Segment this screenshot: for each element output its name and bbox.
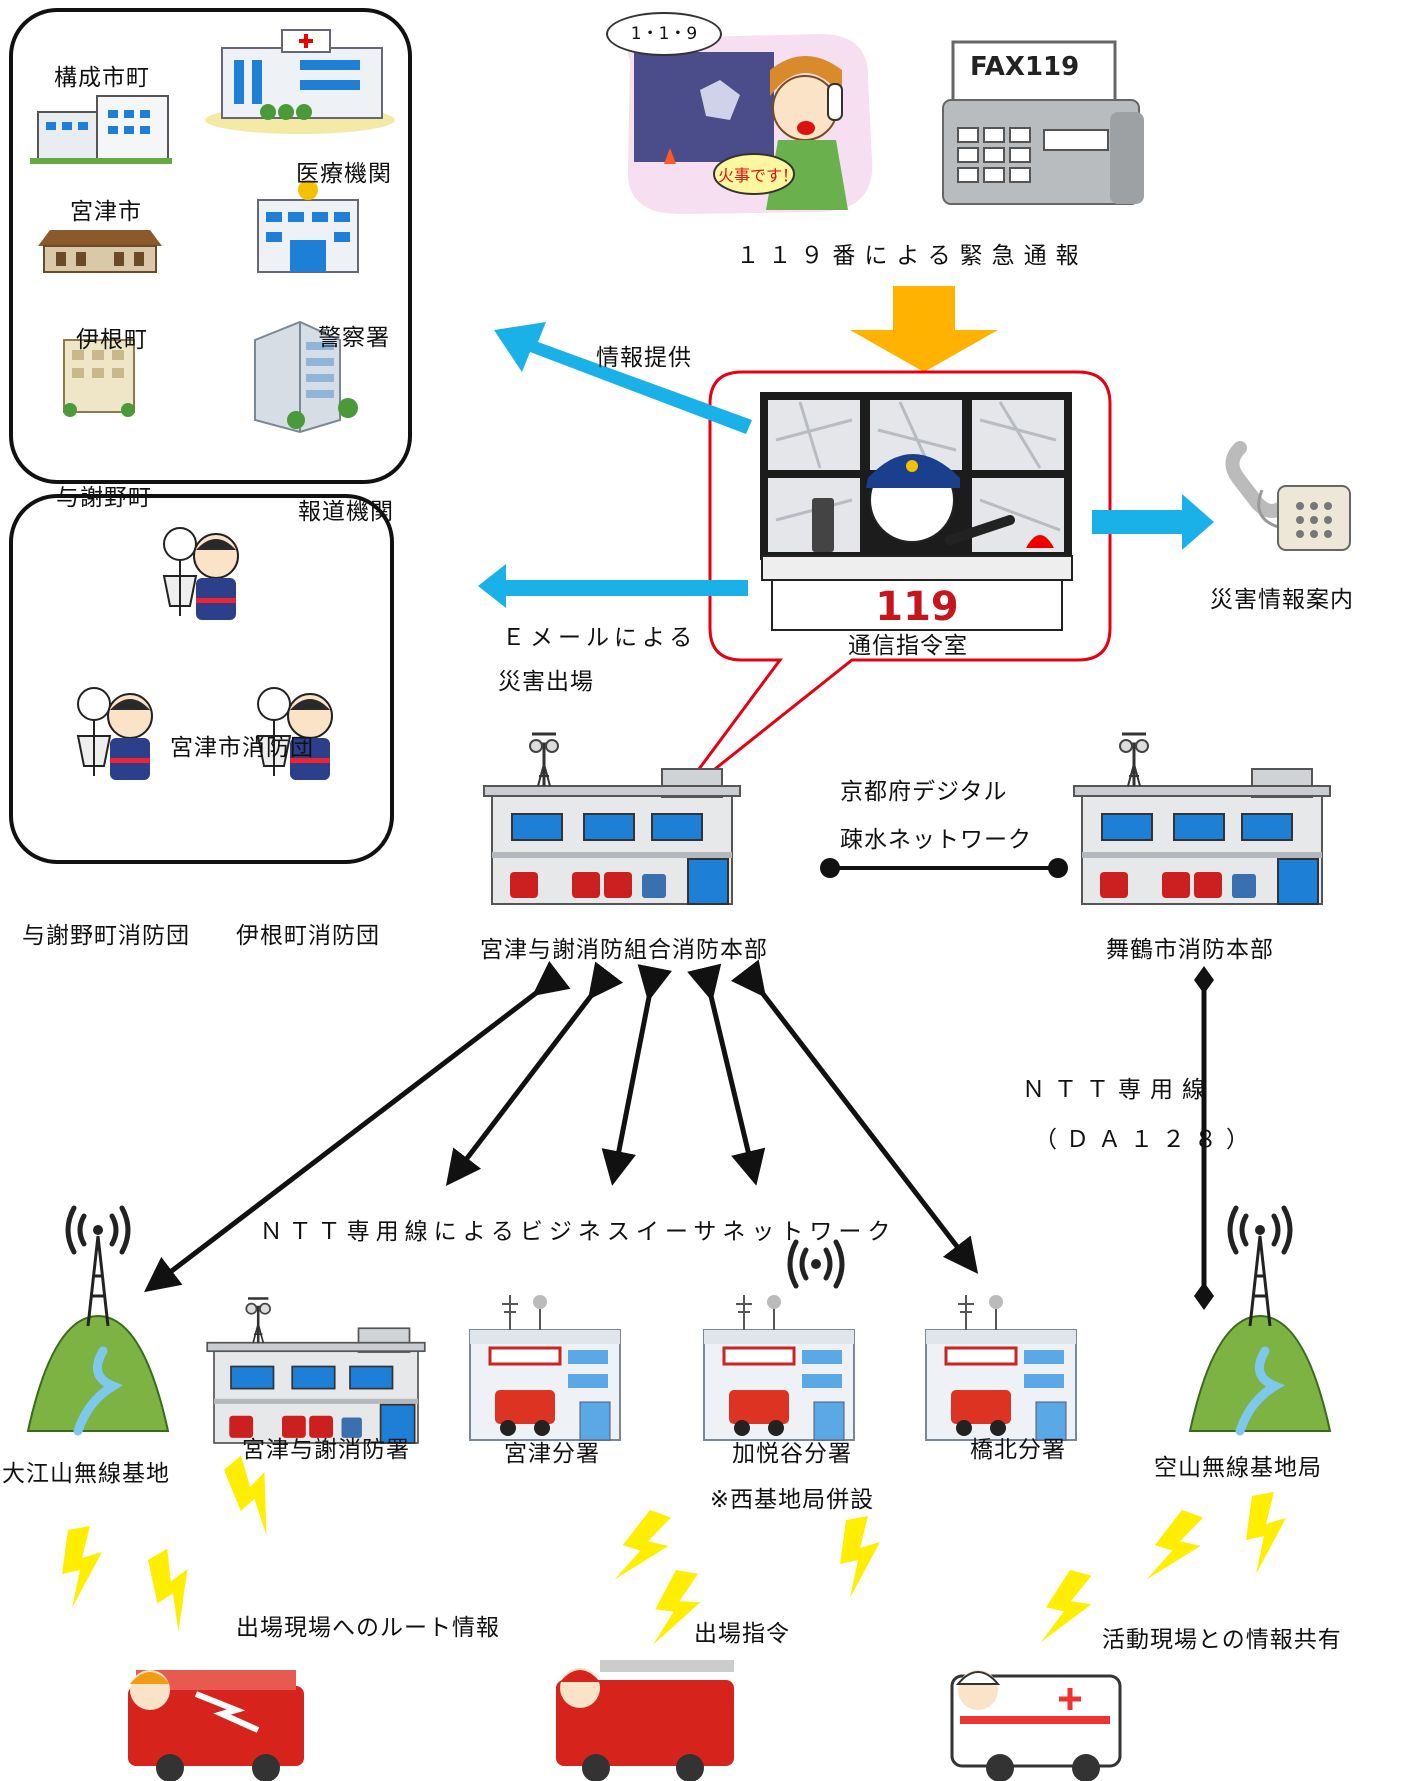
kyohoku-branch-label: 橋北分署	[970, 1437, 1066, 1463]
email-label-line2: 災害出場	[498, 669, 594, 695]
ntt-code-label: （ＤＡ１２８）	[1034, 1127, 1258, 1153]
ntt-line-label: ＮＴＴ専用線	[1022, 1077, 1214, 1103]
info-provision-arrow	[494, 322, 752, 434]
disaster-info-label: 災害情報案内	[1210, 587, 1354, 613]
miyazu-city-label: 宮津市	[70, 199, 142, 225]
emergency-call-caption: １１９番による緊急通報	[736, 243, 1088, 269]
maizuru-hq-label: 舞鶴市消防本部	[1106, 937, 1274, 963]
ambulance-icon	[950, 1670, 1122, 1781]
info-share-label: 活動現場との情報共有	[1102, 1627, 1342, 1653]
miyazu-fire-corps-label: 宮津市消防団	[170, 735, 314, 761]
ine-town-label: 伊根町	[76, 327, 148, 353]
speech-bubble-text: 火事です！	[718, 166, 799, 185]
yosano-fire-corps-icon	[76, 687, 153, 780]
email-label-line1: Ｅメールによる	[502, 625, 698, 651]
ine-town-hall-icon	[38, 230, 162, 273]
emergency-call-arrow	[850, 286, 998, 372]
miyazu-city-hall-icon	[30, 95, 172, 164]
telephone-icon	[1225, 441, 1351, 551]
police-station-icon	[257, 180, 359, 273]
command-room-label: 通信指令室	[848, 633, 968, 659]
kyohoku-branch-building	[924, 1293, 1078, 1442]
dispatch-order-label: 出場指令	[694, 1621, 790, 1647]
miyazu-yosa-hq-building	[482, 732, 742, 906]
press-building-icon	[254, 320, 358, 434]
yosano-town-hall-icon	[63, 339, 135, 417]
kyoto-digital-network-line	[820, 858, 1068, 878]
press-label: 報道機関	[298, 499, 394, 525]
kayadani-note-label: ※西基地局併設	[709, 1487, 875, 1513]
kayadani-antenna-icon	[787, 1239, 845, 1289]
ine-fire-corps-icon	[256, 687, 333, 780]
maizuru-hq-building	[1072, 732, 1332, 906]
miyazu-yosa-station-building	[205, 1297, 427, 1445]
business-ether-label: ＮＴＴ専用線によるビジネスイーサネットワーク	[259, 1219, 897, 1245]
miyazu-fire-corps-icon	[162, 527, 239, 620]
ine-fire-corps-label: 伊根町消防団	[236, 923, 380, 949]
fire-engine-icon	[556, 1660, 734, 1781]
ntt-dedicated-line	[1194, 966, 1214, 1310]
caller-illustration	[627, 34, 873, 214]
sorayama-label: 空山無線基地局	[1154, 1455, 1322, 1481]
police-label: 警察署	[318, 325, 390, 351]
business-ether-arrows	[144, 959, 979, 1293]
municipalities-title: 構成市町	[54, 65, 150, 91]
miyazu-yosa-station-label: 宮津与謝消防署	[242, 1437, 410, 1463]
fax-machine-icon	[942, 40, 1144, 205]
route-info-label: 出場現場へのルート情報	[236, 1615, 500, 1641]
email-dispatch-arrow	[478, 564, 748, 608]
disaster-info-arrow	[1092, 494, 1214, 550]
call-bubble: 1・1・9	[606, 12, 722, 56]
fax-label: FAX119	[970, 52, 1080, 82]
miyazu-yosa-hq-label: 宮津与謝消防組合消防本部	[480, 937, 768, 963]
yosano-fire-corps-label: 与謝野町消防団	[22, 923, 190, 949]
kyoto-network-label-line1: 京都府デジタル	[840, 779, 1008, 805]
dispatcher-illustration: 119	[760, 392, 1073, 631]
kayadani-branch-label: 加悦谷分署	[732, 1441, 852, 1467]
call-bubble-text: 1・1・9	[630, 24, 698, 44]
miyazu-branch-building	[468, 1293, 622, 1442]
medical-label: 医療機関	[296, 161, 392, 187]
yosano-town-label: 与謝野町	[56, 485, 152, 511]
miyazu-branch-label: 宮津分署	[504, 1441, 600, 1467]
kayadani-branch-building	[702, 1293, 856, 1442]
oeyama-radio-base-icon	[28, 1208, 168, 1431]
command-vehicle-icon	[128, 1670, 304, 1781]
hospital-icon	[205, 29, 395, 134]
sorayama-radio-base-icon	[1190, 1208, 1330, 1431]
info-provision-label: 情報提供	[596, 345, 692, 371]
oeyama-label: 大江山無線基地	[2, 1461, 170, 1487]
kyoto-network-label-line2: 疎水ネットワーク	[840, 827, 1032, 853]
command-sign-text: 119	[875, 584, 959, 630]
